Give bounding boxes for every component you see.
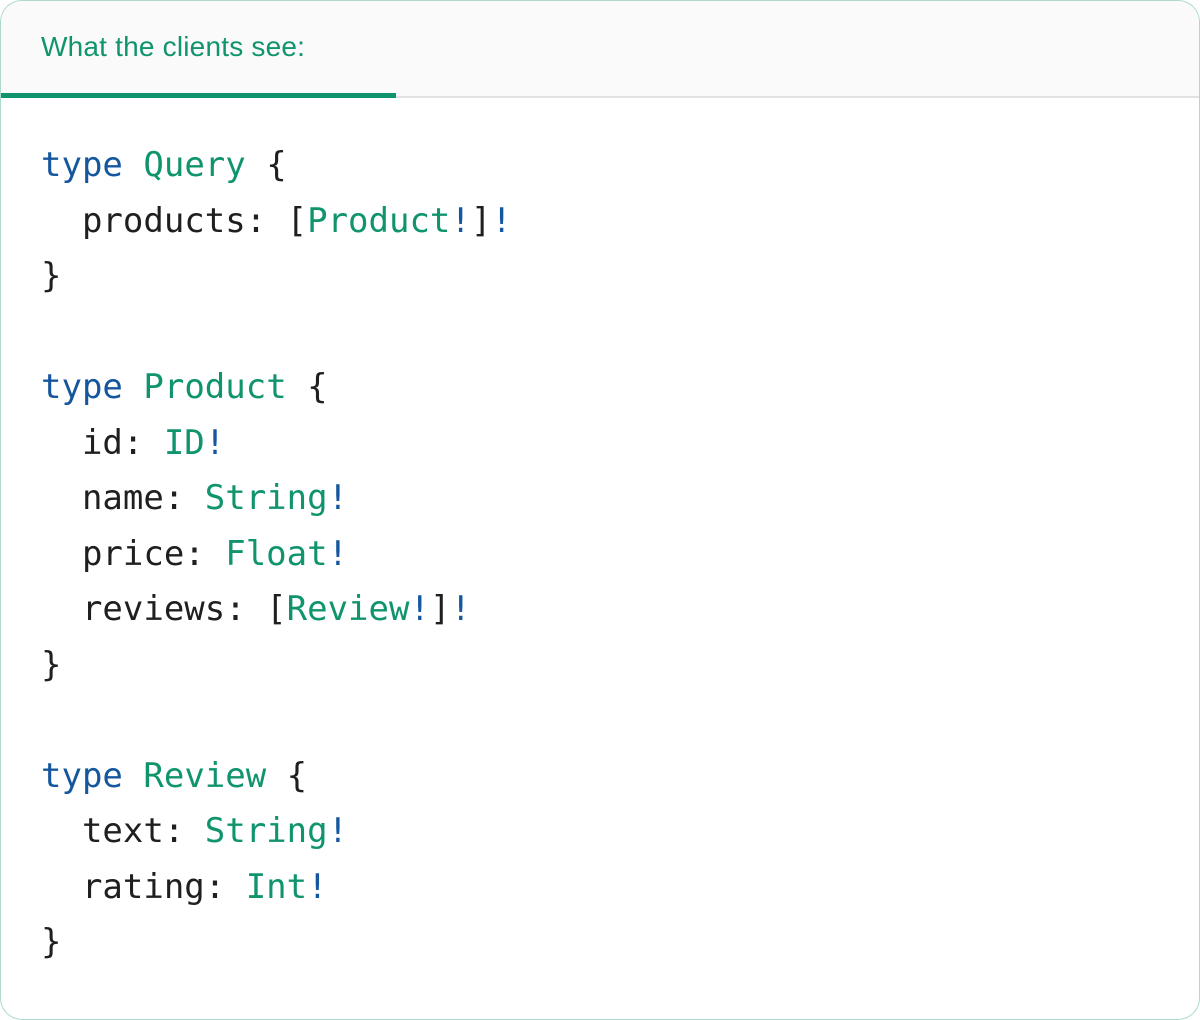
code-token-keyword: type — [41, 755, 123, 796]
code-token-plain: name: — [41, 478, 205, 518]
code-token-plain: ] — [470, 200, 492, 241]
code-token-plain — [123, 756, 143, 796]
code-token-plain: price: — [41, 533, 226, 574]
code-line: price: Float! — [41, 527, 1159, 583]
code-token-bang: ! — [204, 422, 226, 463]
code-token-plain: reviews: [ — [41, 589, 287, 629]
code-line: products: [Product!]! — [41, 194, 1159, 250]
code-token-plain — [123, 145, 143, 185]
code-token-bang: ! — [327, 478, 349, 518]
code-token-bang: ! — [450, 589, 471, 629]
code-token-plain: } — [41, 256, 62, 296]
code-token-plain: { — [286, 367, 328, 407]
code-line: type Review { — [41, 749, 1159, 805]
code-block: type Query { products: [Product!]!} type… — [41, 138, 1159, 971]
code-token-typename: Float — [225, 533, 328, 574]
code-token-typename: ID — [163, 422, 205, 463]
code-token-keyword: type — [41, 145, 123, 185]
code-token-plain: ] — [429, 589, 451, 629]
code-line: type Product { — [41, 360, 1159, 416]
code-line: } — [41, 915, 1159, 971]
code-token-plain: rating: — [41, 866, 246, 907]
code-token-bang: ! — [307, 866, 328, 907]
code-line — [41, 305, 1159, 361]
code-token-typename: Int — [245, 866, 308, 907]
code-token-plain: id: — [41, 422, 164, 463]
code-line: rating: Int! — [41, 860, 1159, 916]
code-token-plain: products: [ — [41, 200, 308, 241]
code-area: type Query { products: [Product!]!} type… — [1, 98, 1199, 971]
code-token-typename: String — [204, 478, 328, 518]
code-token-plain: } — [41, 644, 62, 685]
code-line: reviews: [Review!]! — [41, 582, 1159, 638]
code-token-typename: Review — [286, 589, 410, 629]
code-token-bang: ! — [491, 200, 512, 241]
code-token-plain: text: — [41, 811, 205, 851]
tab-label: What the clients see: — [41, 31, 306, 62]
code-token-plain: } — [41, 922, 62, 962]
code-line — [41, 693, 1159, 749]
code-token-plain — [123, 367, 143, 407]
code-line: } — [41, 249, 1159, 305]
code-line: type Query { — [41, 138, 1159, 194]
code-token-typename: Product — [143, 367, 287, 407]
tab-bar: What the clients see: — [1, 1, 1199, 98]
code-line: } — [41, 638, 1159, 694]
code-token-keyword: type — [41, 367, 123, 407]
code-token-typename: String — [204, 811, 328, 851]
code-token-plain: { — [245, 145, 287, 185]
code-line: text: String! — [41, 804, 1159, 860]
code-token-bang: ! — [327, 533, 349, 574]
code-line: id: ID! — [41, 416, 1159, 472]
code-token-bang: ! — [450, 200, 471, 241]
code-token-plain: { — [266, 755, 308, 796]
code-token-typename: Product — [307, 200, 451, 241]
code-line: name: String! — [41, 471, 1159, 527]
code-token-bang: ! — [327, 811, 349, 851]
tab-what-clients-see[interactable]: What the clients see: — [1, 1, 396, 98]
code-token-typename: Query — [143, 145, 246, 185]
code-token-bang: ! — [409, 589, 430, 629]
code-token-typename: Review — [143, 755, 267, 796]
